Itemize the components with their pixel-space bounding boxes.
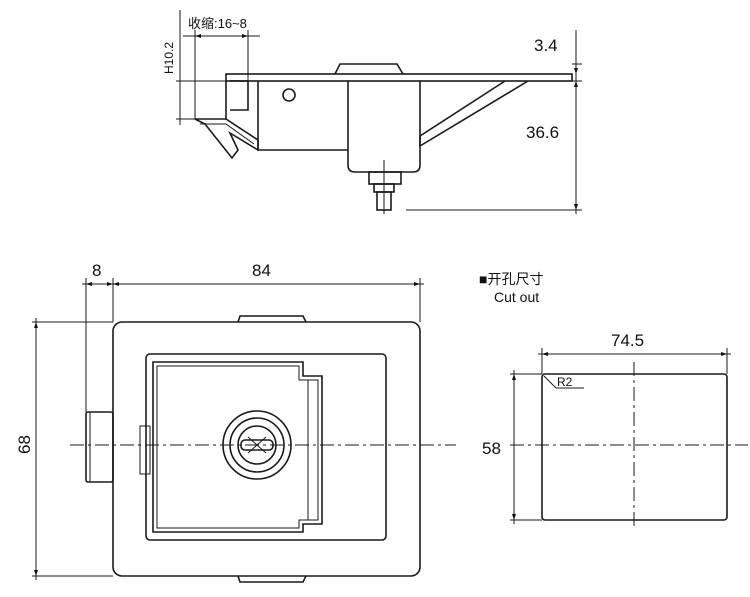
side-latch-bolt xyxy=(194,118,259,160)
cutout-dim-height: 58 xyxy=(482,439,501,458)
front-view: 8 84 68 xyxy=(15,261,456,583)
dim-flange: 3.4 xyxy=(534,36,558,55)
side-screw-nut xyxy=(368,171,402,185)
front-bolt-guide xyxy=(139,425,151,475)
front-plate xyxy=(112,321,421,577)
height-label: H10.2 xyxy=(162,42,176,74)
side-rib-outer xyxy=(419,80,529,147)
cutout-dim-width: 74.5 xyxy=(611,331,644,350)
front-bottom-tab xyxy=(237,575,307,583)
cutout-title-en: Cut out xyxy=(494,289,539,305)
side-rib-inner xyxy=(419,80,506,137)
dim-height: 68 xyxy=(15,435,34,454)
side-housing-box xyxy=(257,81,348,151)
side-flange-plate xyxy=(225,73,573,82)
cutout-title-cn: ■开孔尺寸 xyxy=(479,271,543,287)
front-top-tab xyxy=(237,315,307,323)
side-hole xyxy=(282,88,296,102)
dim-width: 84 xyxy=(252,261,271,280)
dim-arrows-shrink xyxy=(195,34,248,38)
shrink-label: 收缩:16~8 xyxy=(188,16,247,31)
radius-label: R2 xyxy=(557,375,573,389)
side-cylinder-cap xyxy=(334,63,404,75)
dim-body: 36.6 xyxy=(526,123,559,142)
front-paddle-inner xyxy=(156,365,319,529)
side-view: 收缩:16~8 H10.2 3.4 36.6 xyxy=(162,10,582,214)
radius-leader xyxy=(543,375,557,389)
front-bolt xyxy=(85,411,114,483)
side-latch-notch xyxy=(230,80,249,111)
dim-offset: 8 xyxy=(92,261,101,280)
front-recess xyxy=(145,353,387,541)
front-paddle xyxy=(152,361,323,533)
side-cylinder-body xyxy=(347,81,421,173)
cutout-view: ■开孔尺寸 Cut out 74.5 58 R2 xyxy=(479,271,748,530)
side-latch-bolt-edge xyxy=(200,123,255,145)
